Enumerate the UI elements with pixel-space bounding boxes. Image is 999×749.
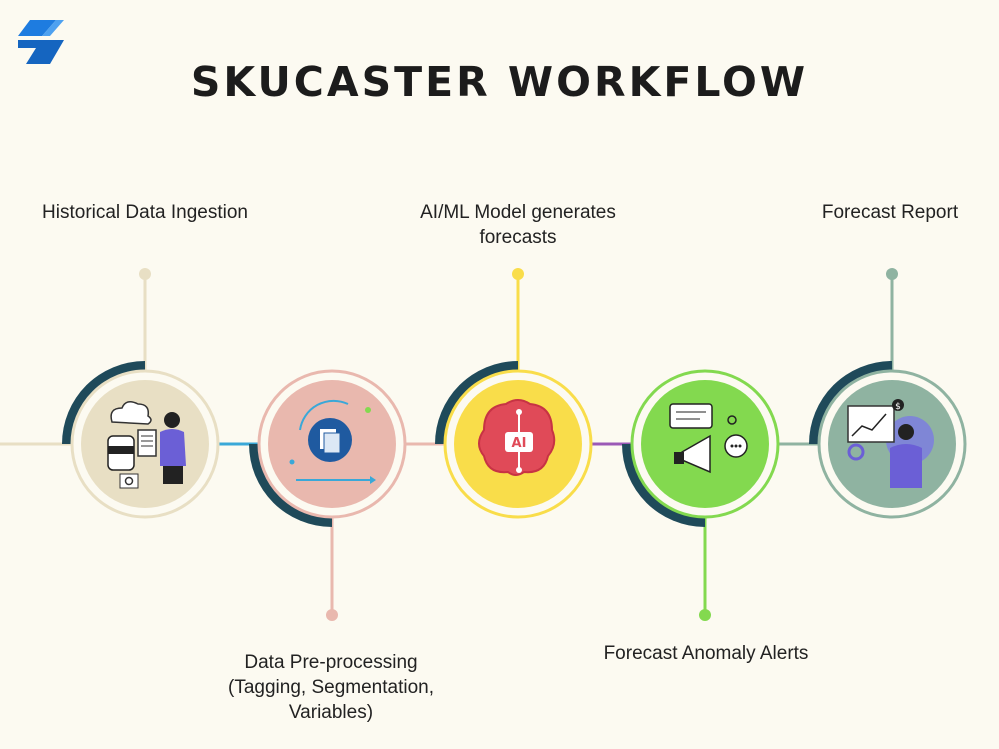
skucaster-logo-icon bbox=[18, 20, 64, 64]
svg-text:$: $ bbox=[895, 402, 901, 412]
page-title: SKUCASTER WORKFLOW bbox=[190, 58, 809, 106]
ai-brain-icon: AI bbox=[478, 399, 556, 476]
data-ingestion-illustration bbox=[107, 401, 186, 489]
svg-text:AI: AI bbox=[512, 436, 527, 451]
step-1-label: Historical Data Ingestion bbox=[42, 202, 248, 223]
step-1-node bbox=[62, 268, 220, 519]
megaphone-alert-icon bbox=[669, 403, 748, 474]
step-2-node bbox=[249, 369, 407, 621]
step-3-node: AI bbox=[435, 268, 593, 519]
step-5-label: Forecast Report bbox=[821, 202, 959, 223]
step-3-label: AI/ML Model generates forecasts bbox=[420, 202, 616, 248]
document-cycle-icon bbox=[289, 399, 376, 484]
step-2-label: Data Pre-processing (Tagging, Segmentati… bbox=[228, 652, 434, 723]
step-5-node: $ bbox=[809, 268, 967, 519]
report-chart-illustration: $ bbox=[847, 399, 934, 488]
step-4-node bbox=[622, 369, 780, 621]
step-4-label: Forecast Anomaly Alerts bbox=[603, 643, 809, 664]
